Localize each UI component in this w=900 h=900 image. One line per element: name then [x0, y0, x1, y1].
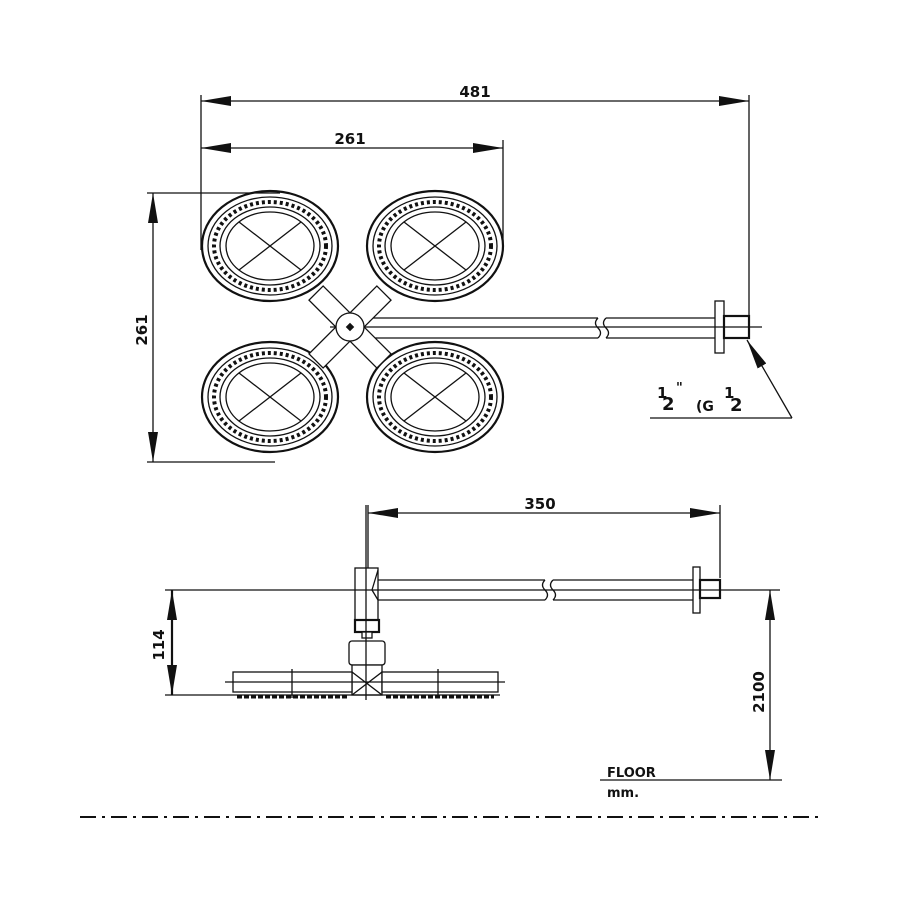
svg-text:1: 1: [657, 384, 667, 402]
shower-head: [200, 189, 340, 303]
dimension-label-261-height: 261: [133, 314, 151, 345]
svg-text:2: 2: [662, 394, 675, 415]
shower-head: [365, 340, 505, 454]
shower-head-cluster: [200, 189, 505, 454]
shower-arm-top: [330, 300, 762, 354]
dimension-label-350: 350: [524, 495, 555, 513]
dimension-overall-width: 481: [200, 83, 750, 330]
svg-text:2: 2: [730, 395, 743, 416]
dimension-head-drop: 114: [150, 590, 177, 695]
dimension-head-height: 261: [133, 192, 280, 463]
side-view: 350: [150, 495, 782, 801]
dimension-floor-height: 2100 FLOOR mm.: [600, 590, 782, 801]
dimension-arm-length: 350: [367, 495, 721, 578]
shower-arm-side: [348, 505, 722, 700]
hub-cross: [308, 285, 392, 369]
dimension-label-481: 481: [459, 83, 490, 101]
dimension-label-2100: 2100: [750, 671, 768, 713]
shower-head: [200, 340, 340, 454]
top-view: 481 261 261: [133, 83, 793, 463]
dimension-label-114: 114: [150, 629, 168, 660]
svg-text:(G: (G: [696, 399, 714, 415]
svg-text:1: 1: [724, 384, 734, 402]
svg-text:": ": [676, 381, 683, 396]
floor-label: FLOOR: [607, 766, 656, 781]
thread-callout: 1 2 " (G 1 2: [650, 339, 793, 419]
shower-head-side: [225, 669, 505, 699]
dimension-head-width: 261: [201, 130, 504, 250]
shower-head: [365, 189, 505, 303]
unit-label: mm.: [607, 786, 639, 801]
dimension-label-261-width: 261: [334, 130, 365, 148]
